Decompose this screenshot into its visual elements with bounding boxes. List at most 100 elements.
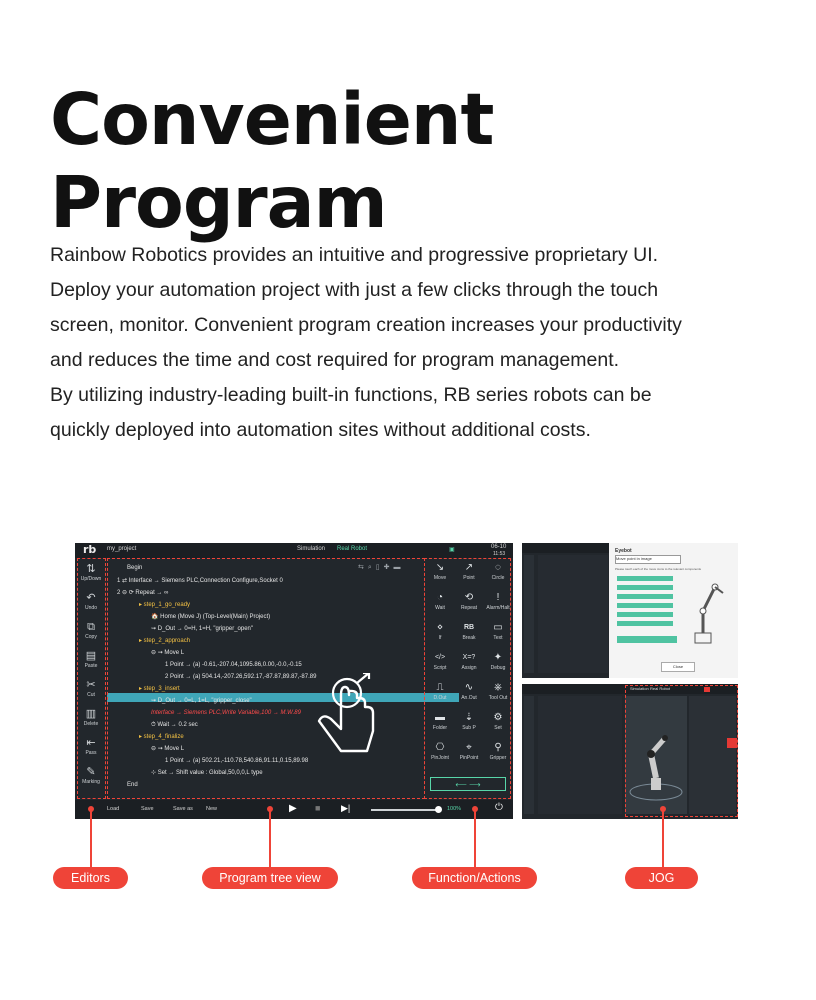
function-label: PinPoint — [459, 755, 479, 761]
step-icon[interactable]: ▶| — [341, 803, 351, 813]
function-repeat[interactable]: ⟲Repeat — [454, 591, 484, 612]
intro-line: and reduces the time and cost required f… — [50, 349, 620, 371]
tree-row[interactable]: ▸ step_4_finalize — [139, 734, 184, 740]
function-sub-p[interactable]: ⇣Sub P — [454, 711, 484, 732]
speed-value: 100% — [447, 806, 462, 812]
function-debug[interactable]: ✦Debug — [483, 651, 513, 672]
tree-row[interactable]: ⊖ ⇝ Move L — [151, 746, 185, 752]
function-move[interactable]: ↘Move — [425, 561, 455, 582]
tool-cut[interactable]: ✂Cut — [78, 679, 104, 703]
function-label: Repeat — [460, 605, 478, 611]
speed-slider[interactable] — [371, 809, 441, 811]
jog-side-button[interactable] — [727, 738, 737, 748]
tree-row[interactable]: ⇝ D_Out → 0=H, 1=H, "gripper_open" — [151, 626, 254, 632]
dialog-align-button[interactable] — [617, 603, 673, 608]
function-assign[interactable]: X=?Assign — [454, 651, 484, 672]
network-icon[interactable]: ▣ — [449, 547, 455, 553]
tree-toolbar-icons[interactable]: ⇆⌕▯✚▬ — [358, 564, 405, 571]
tool-delete[interactable]: ▥Delete — [78, 708, 104, 732]
function-script[interactable]: </>Script — [425, 651, 455, 672]
tree-row[interactable]: ⊹ Set → Shift value : Global,50,0,0,L ty… — [151, 770, 263, 776]
tool-copy[interactable]: ⧉Copy — [78, 621, 104, 645]
selected-tree-row-highlight — [107, 693, 459, 702]
tree-row[interactable]: ▸ step_3_insert — [139, 686, 180, 692]
function-panel: ↘Move ↗Point ◌Circle ◔Wait ⟲Repeat !Alar… — [425, 559, 513, 799]
dialog-close-button[interactable]: Close — [661, 662, 695, 672]
function-d-out[interactable]: ⎍D.Out — [425, 681, 455, 702]
pass-icon: ⇤ — [86, 737, 96, 749]
function-alarm-halt[interactable]: !Alarm/Halt — [483, 591, 513, 612]
jog-alert-button[interactable] — [704, 687, 710, 692]
dialog-action-button[interactable] — [617, 636, 677, 643]
tree-row[interactable]: 2 ⊖ ⟳ Repeat → ∞ — [117, 590, 169, 596]
function-pin-point[interactable]: ⌖ PinPoint — [454, 741, 484, 762]
tool-paste[interactable]: ▤Paste — [78, 650, 104, 674]
tree-row[interactable]: 2 Point → (a) 504.14,-207.26,592.17,-87.… — [165, 674, 317, 680]
function-an-out[interactable]: ∿An.Out — [454, 681, 484, 702]
tab-real-robot[interactable]: Real Robot — [650, 686, 671, 691]
load-button[interactable]: Load — [107, 806, 120, 812]
function-set[interactable]: ⚙Set — [483, 711, 513, 732]
dialog-align-button[interactable] — [617, 576, 673, 581]
tab-simulation[interactable]: Simulation — [630, 686, 649, 691]
tab-real-robot[interactable]: Real Robot — [337, 546, 368, 552]
power-icon[interactable]: ⏻ — [495, 802, 503, 813]
speed-slider-knob[interactable] — [435, 806, 442, 813]
tool-marking[interactable]: ✎Marking — [78, 766, 104, 790]
save-as-button[interactable]: Save as — [173, 806, 193, 812]
tree-row[interactable]: 1 Point → (a) -0.61,-207.04,1095.86,0.00… — [165, 662, 302, 668]
function-folder[interactable]: ▬Folder — [425, 711, 455, 732]
tree-row[interactable]: Begin — [127, 565, 143, 571]
function-if[interactable]: ⋄If — [425, 621, 455, 642]
play-icon[interactable]: ▶ — [289, 803, 297, 814]
code-area — [538, 696, 622, 814]
function-gripper[interactable]: ⚲Gripper — [483, 741, 513, 762]
tab-simulation[interactable]: Simulation — [297, 546, 326, 552]
dialog-align-button[interactable] — [617, 621, 673, 626]
tree-row[interactable]: 1 ⇄ Interface → Siemens PLC,Connection C… — [117, 578, 283, 584]
function-scroll-arrows[interactable]: ⟵ ⟶ — [430, 777, 506, 791]
tool-label: Copy — [85, 634, 97, 640]
function-pin-joint[interactable]: ⎔ PinJoint — [425, 741, 455, 762]
function-label: Sub P — [462, 725, 476, 731]
app-bottom-bar: Load Save Save as New ▶ ■ ▶| 100% ⏻ — [75, 800, 513, 819]
tool-undo[interactable]: ↶Undo — [78, 592, 104, 616]
delete-icon: ▥ — [85, 708, 97, 720]
tree-row-selected[interactable]: Interface → Siemens PLC,Write Variable,1… — [151, 710, 301, 716]
tree-row[interactable]: ▸ step_2_approach — [139, 638, 191, 644]
tool-up-down[interactable]: ⇅Up/Down — [78, 563, 104, 587]
function-label: PinJoint — [431, 755, 449, 761]
project-name[interactable]: my_project — [107, 546, 137, 552]
editor-toolbar: ⇅Up/Down ↶Undo ⧉Copy ▤Paste ✂Cut ▥Delete… — [78, 559, 104, 797]
tree-row[interactable]: ⇝ D_Out → 0=L, 1=L, "gripper_close" — [151, 698, 252, 704]
app-top-bar: rb my_project Simulation Real Robot ▣ 06… — [75, 543, 513, 558]
tool-label: Paste — [84, 663, 98, 669]
tool-out-icon: ⎈ — [494, 682, 502, 693]
function-tool-out[interactable]: ⎈Tool Out — [483, 681, 513, 702]
new-button[interactable]: New — [206, 806, 218, 812]
dialog-align-button[interactable] — [617, 594, 673, 599]
alarm-halt-icon: ! — [496, 592, 500, 603]
tool-pass[interactable]: ⇤Pass — [78, 737, 104, 761]
tree-row[interactable]: ⏱ Wait → 0.2 sec — [151, 722, 198, 728]
dialog-align-button[interactable] — [617, 612, 673, 617]
function-circle[interactable]: ◌Circle — [483, 561, 513, 582]
tree-row[interactable]: ⊖ ⇝ Move L — [151, 650, 185, 656]
stop-icon[interactable]: ■ — [315, 803, 321, 813]
tree-row[interactable]: End — [127, 782, 138, 788]
function-text[interactable]: ▭Text — [483, 621, 513, 642]
tree-row[interactable]: ▸ step_1_go_ready — [139, 602, 191, 608]
pin-joint-icon: ⎔ — [435, 742, 445, 753]
tool-label: Up/Down — [80, 576, 102, 582]
save-button[interactable]: Save — [141, 806, 154, 812]
tree-row[interactable]: 1 Point → (a) 502.21,-110.78,540.86,91.1… — [165, 758, 309, 764]
dialog-dropdown[interactable]: Move point in image — [615, 555, 681, 564]
dialog-align-button[interactable] — [617, 585, 673, 590]
function-point[interactable]: ↗Point — [454, 561, 484, 582]
undo-icon: ↶ — [86, 592, 96, 604]
function-wait[interactable]: ◔Wait — [425, 591, 455, 612]
pin-point-icon: ⌖ — [466, 742, 472, 753]
tag-function-actions: Function/Actions — [412, 867, 537, 889]
tree-row[interactable]: 🏠 Home (Move J) (Top-Level(Main) Project… — [151, 614, 271, 620]
